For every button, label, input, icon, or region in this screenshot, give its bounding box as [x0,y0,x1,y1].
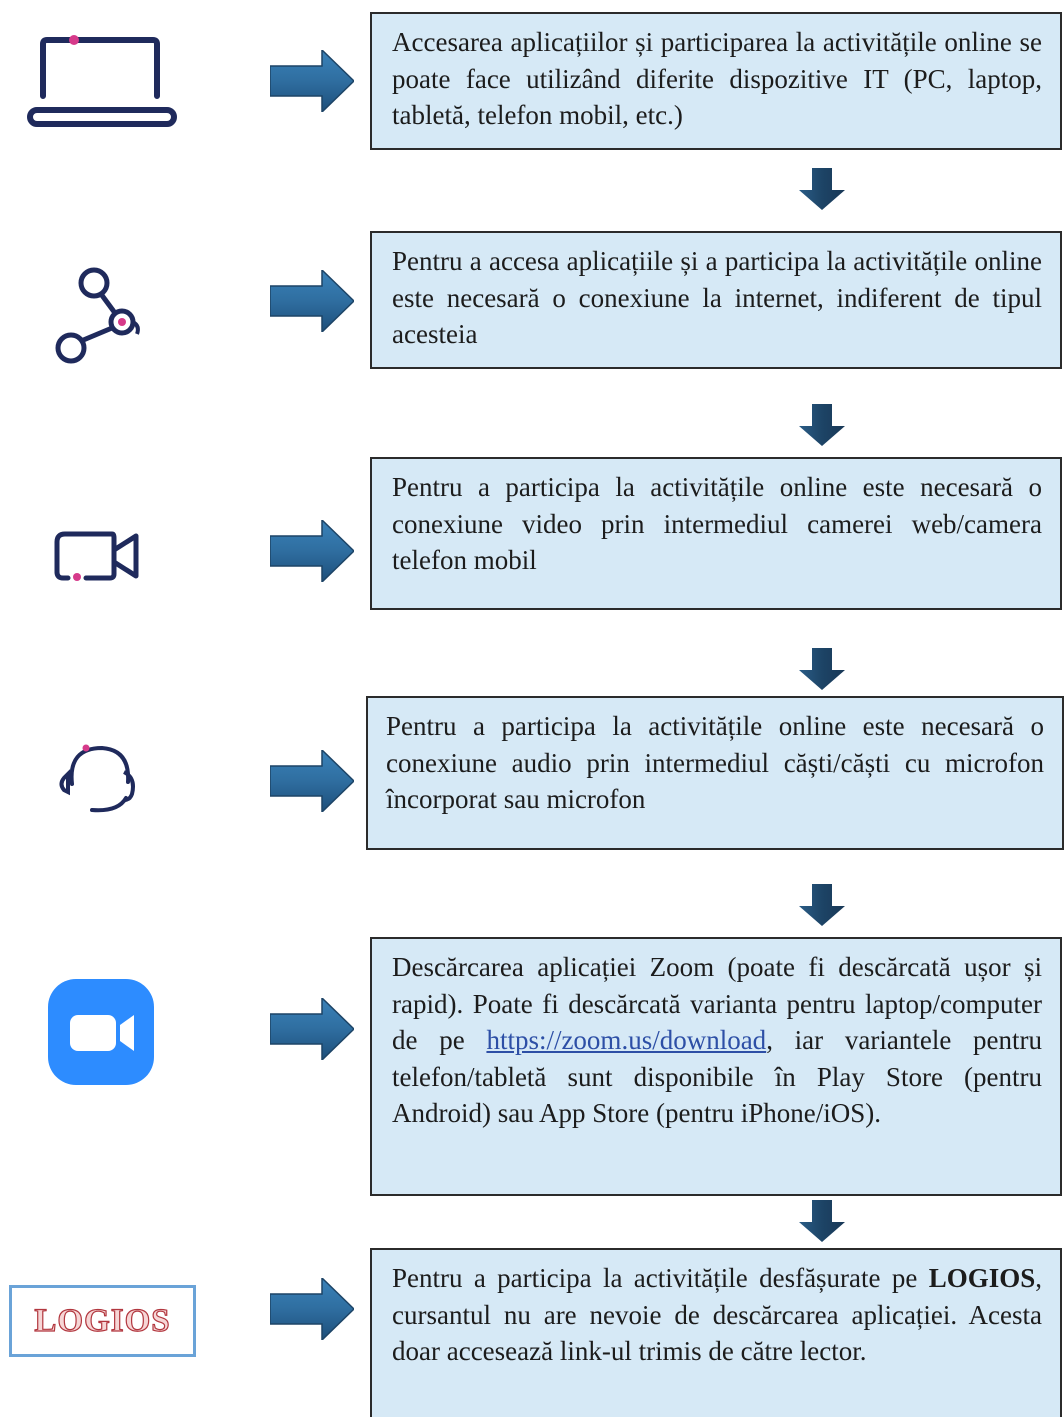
step-text: Pentru a participa la activitățile desfă… [392,1260,1042,1370]
laptop-icon [27,35,177,127]
right-arrow-icon [270,520,354,582]
down-arrow-icon [799,884,845,926]
step-box-devices: Accesarea aplicațiilor și participarea l… [370,12,1062,150]
step-box-internet: Pentru a accesa aplicațiile și a partici… [370,231,1062,369]
logios-logo: LOGIOS [9,1285,196,1357]
logios-logo-text: LOGIOS [34,1302,171,1339]
step-box-logios: Pentru a participa la activitățile desfă… [370,1248,1062,1417]
right-arrow-icon [270,270,354,332]
zoom-download-link[interactable]: https://zoom.us/download [486,1025,767,1055]
step-box-audio: Pentru a participa la activitățile onlin… [366,696,1064,850]
step-box-zoom: Descărcarea aplicației Zoom (poate fi de… [370,937,1062,1196]
zoom-app-icon [48,979,154,1085]
right-arrow-icon [270,50,354,112]
step-text: Pentru a participa la activitățile onlin… [392,472,1042,575]
down-arrow-icon [799,404,845,446]
connection-icon [55,267,140,364]
step-text-part: , cursantul nu are nevoie de descărcarea… [392,1263,1042,1366]
step-text-part: Pentru a participa la activitățile desfă… [392,1263,929,1293]
step-box-video: Pentru a participa la activitățile onlin… [370,457,1062,610]
logios-bold-name: LOGIOS [928,1263,1036,1293]
right-arrow-icon [270,750,354,812]
down-arrow-icon [799,648,845,690]
step-text: Pentru a accesa aplicațiile și a partici… [392,246,1042,349]
step-text-part: Descărcarea aplicației Zoom (poate fi de… [392,952,1042,1055]
step-text: Pentru a participa la activitățile onlin… [386,711,1044,814]
down-arrow-icon [799,1200,845,1242]
headset-icon [59,744,135,813]
video-camera-icon [54,531,139,581]
right-arrow-icon [270,1278,354,1340]
down-arrow-icon [799,168,845,210]
step-text-part: , iar variantele pentru telefon/tabletă … [392,1025,1043,1128]
step-text: Descărcarea aplicației Zoom (poate fi de… [392,949,1042,1132]
right-arrow-icon [270,998,354,1060]
step-text: Accesarea aplicațiilor și participarea l… [392,27,1042,130]
